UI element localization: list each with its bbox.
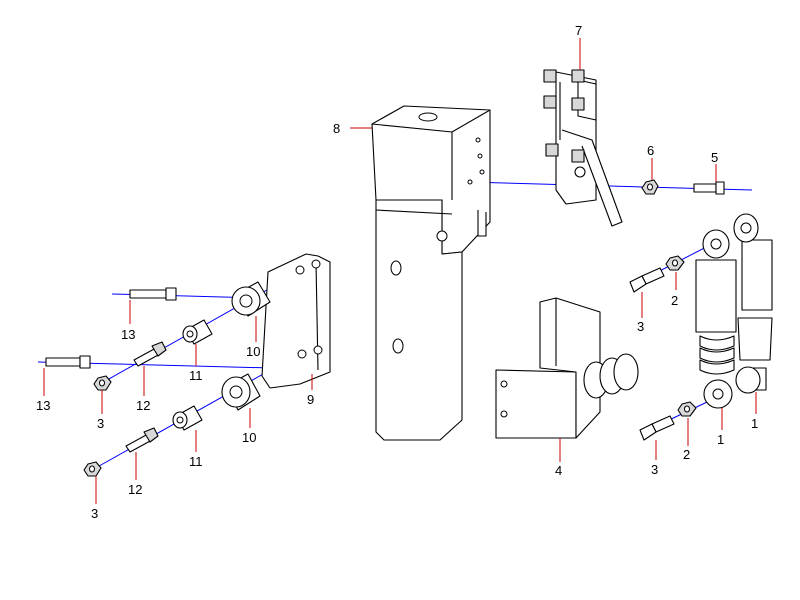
callout-13-upper: 13 (121, 327, 135, 342)
callout-3-left-upper: 3 (97, 416, 104, 431)
hinge-nut-1 (543, 69, 557, 83)
hinge-nut-5 (545, 143, 559, 157)
callout-10-lower: 10 (242, 430, 256, 445)
part-5-bolt (693, 181, 725, 195)
callout-6: 6 (647, 143, 654, 158)
callout-3-right-upper: 3 (637, 319, 644, 334)
callout-8: 8 (333, 121, 340, 136)
part-9-mounting-plate (261, 253, 331, 389)
part-3-bolt-right-lower (639, 415, 675, 441)
part-12-bolt-lower (125, 427, 159, 453)
callout-7: 7 (575, 23, 582, 38)
callout-3-right-lower: 3 (651, 462, 658, 477)
part-11-spacer-upper (182, 319, 213, 345)
callout-11-upper: 11 (189, 368, 203, 383)
callout-4: 4 (555, 463, 562, 478)
callout-1-right: 1 (751, 416, 758, 431)
part-2-nut-lower (677, 401, 697, 417)
part-2-nut-upper (665, 255, 685, 271)
callout-11-lower: 11 (189, 454, 203, 469)
part-11-spacer-lower (172, 405, 203, 431)
hinge-nut-6 (571, 149, 585, 163)
part-7-hinge-plate (543, 69, 623, 227)
part-1-shock-absorber (695, 213, 773, 409)
hinge-nut-4 (571, 97, 585, 111)
part-3-bolt-right-upper (629, 267, 665, 293)
callout-9: 9 (307, 392, 314, 407)
callout-3-left-lower: 3 (91, 506, 98, 521)
callout-12-lower: 12 (128, 482, 142, 497)
callout-5: 5 (711, 150, 718, 165)
part-12-bolt-upper (133, 341, 167, 367)
part-3-nut-left-lower (83, 461, 102, 477)
part-13-bolt-upper (129, 287, 177, 301)
callout-2-lower: 2 (683, 447, 690, 462)
callout-labels: 7 8 6 5 2 3 1 1 2 3 4 13 10 11 9 13 3 12… (36, 23, 758, 521)
callout-1-left: 1 (717, 432, 724, 447)
hinge-nut-3 (543, 95, 557, 109)
part-8-post-bracket (371, 105, 491, 441)
callout-10-upper: 10 (246, 344, 260, 359)
part-6-nut (641, 179, 659, 195)
hinge-nut-2 (571, 69, 585, 83)
callout-13-lower: 13 (36, 398, 50, 413)
callout-2-upper: 2 (671, 293, 678, 308)
part-10-bushing-upper (231, 281, 271, 317)
part-3-nut-left-upper (93, 375, 112, 391)
part-10-bushing-lower (221, 373, 261, 411)
callout-12-upper: 12 (136, 398, 150, 413)
part-13-bolt-lower (45, 355, 91, 369)
part-4-roller-bracket (495, 297, 639, 439)
leader-lines (43, 38, 757, 504)
post-top-hole (418, 112, 438, 122)
